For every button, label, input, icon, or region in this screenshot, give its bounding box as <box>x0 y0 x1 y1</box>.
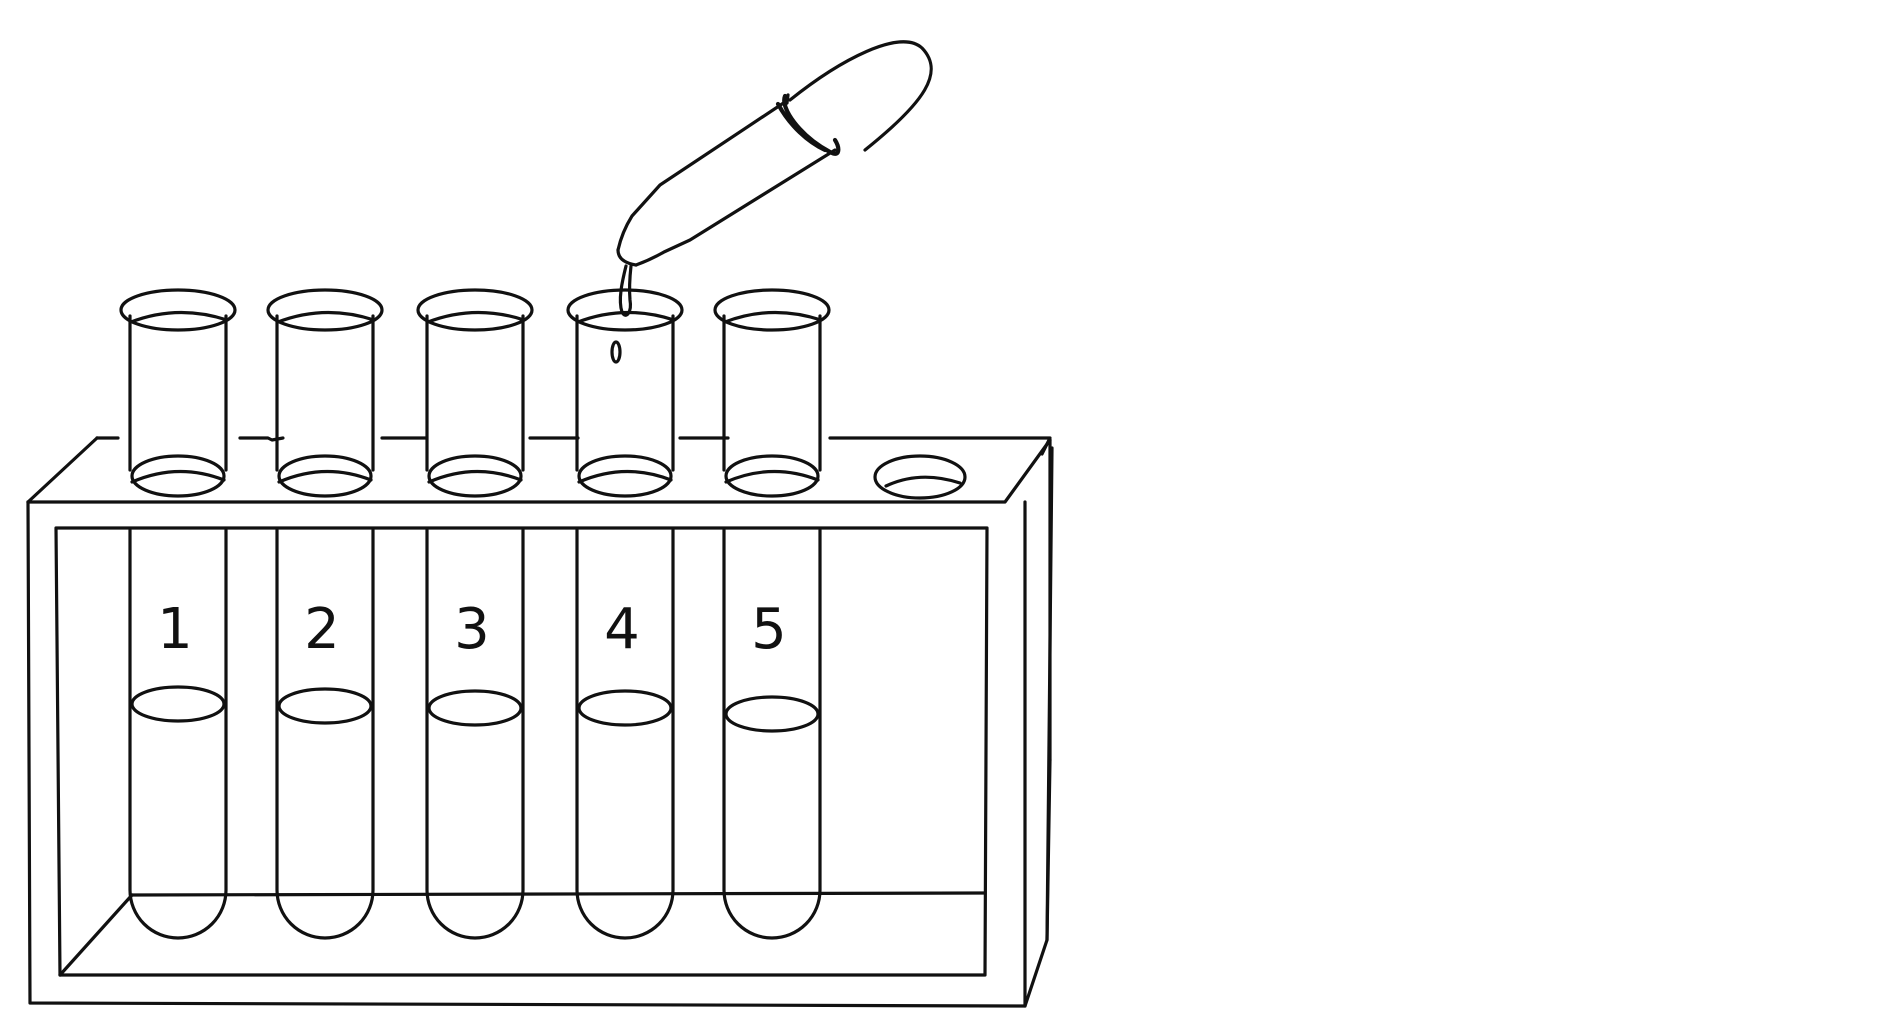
liquid-surface <box>577 689 673 727</box>
falling-drop <box>618 264 633 317</box>
empty-rack-slot <box>873 454 967 500</box>
test-tubes: 1 2 3 4 5 <box>119 288 831 940</box>
test-tube-5: 5 <box>713 288 831 940</box>
tube-rim <box>566 288 684 332</box>
test-tube-2: 2 <box>266 288 384 940</box>
tube-label-2: 2 <box>304 597 340 662</box>
dropper <box>616 40 933 317</box>
tube-rim <box>416 288 534 332</box>
tube-label-5: 5 <box>751 597 787 662</box>
tube-rim <box>119 288 237 332</box>
tube-rim <box>266 288 384 332</box>
test-tube-3: 3 <box>416 288 534 940</box>
tube-label-1: 1 <box>157 597 193 662</box>
liquid-surface <box>724 695 820 733</box>
dropper-barrel <box>616 100 787 252</box>
liquid-surface <box>130 685 226 723</box>
tube-rim <box>713 288 831 332</box>
test-tube-1: 1 <box>119 288 237 940</box>
liquid-surface <box>277 687 373 725</box>
liquid-surface <box>427 689 523 727</box>
drop-in-tube-4 <box>610 340 622 364</box>
tube-label-3: 3 <box>454 597 490 662</box>
dropper-bulb <box>788 40 933 152</box>
rack-front-frame <box>26 446 1054 1008</box>
tube-label-4: 4 <box>604 597 640 662</box>
test-tube-4: 4 <box>566 288 684 940</box>
